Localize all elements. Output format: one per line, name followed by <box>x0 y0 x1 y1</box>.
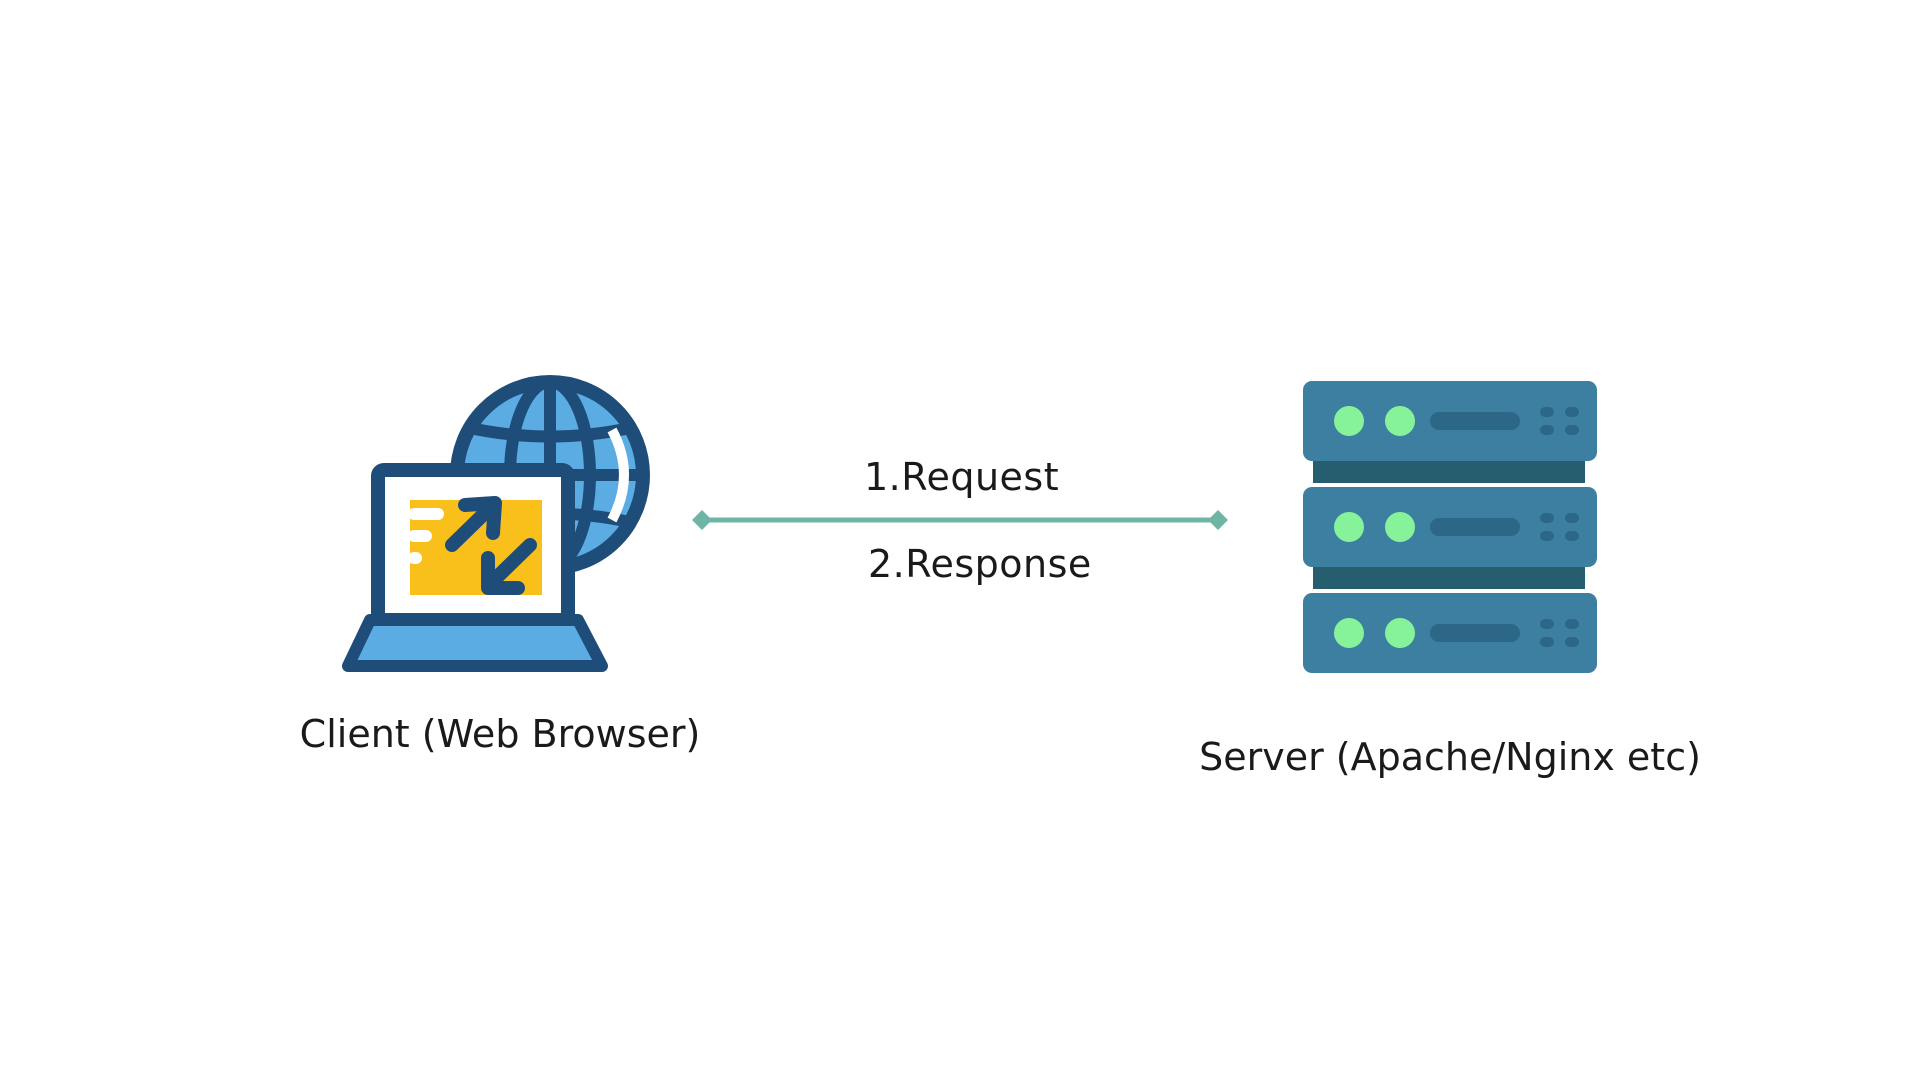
server-unit-3 <box>1303 593 1597 673</box>
expand-arrows-icon <box>445 496 537 595</box>
response-label: 2.Response <box>868 542 1092 586</box>
request-label: 1.Request <box>864 455 1060 499</box>
server-label: Server (Apache/Nginx etc) <box>1199 735 1701 779</box>
server-node <box>1295 375 1605 675</box>
server-unit-2 <box>1303 487 1597 567</box>
request-response-connector <box>692 510 1228 530</box>
laptop-icon <box>342 463 608 672</box>
laptop-globe-icon <box>342 375 650 672</box>
connector-endpoint-right <box>1208 510 1228 530</box>
client-label: Client (Web Browser) <box>299 712 701 756</box>
client-node <box>340 370 660 680</box>
connector-endpoint-left <box>692 510 712 530</box>
server-rack-icon <box>1303 381 1597 673</box>
server-unit-1 <box>1303 381 1597 461</box>
